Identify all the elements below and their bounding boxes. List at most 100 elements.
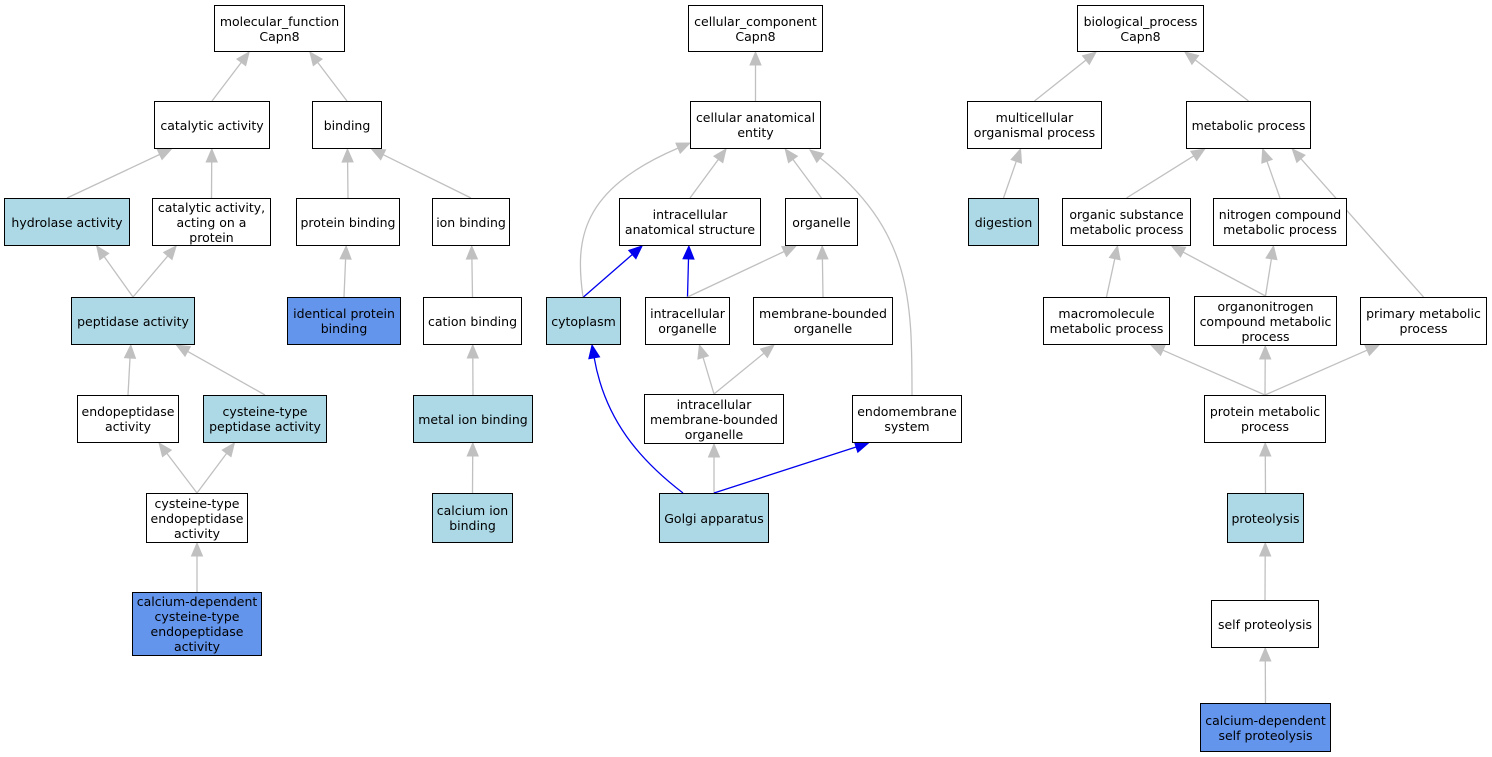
edge-arrowhead (1291, 148, 1306, 164)
edge-protein_metabolic_process-to-primary_metabolic_process (1264, 349, 1368, 396)
edge-membrane_bounded_organelle-to-organelle (821, 258, 824, 298)
node-catalytic-activity[interactable]: catalytic activity (154, 101, 270, 149)
edge-arrowhead (1258, 541, 1272, 557)
edge-arrowhead (1265, 244, 1278, 261)
edge-arrowhead (235, 50, 250, 67)
edge-intracellular_organelle-to-intracellular_anatomical_structure (686, 258, 690, 298)
node-identical-protein-binding[interactable]: identical protein binding (287, 297, 401, 345)
node-organic-substance-metabolic-process[interactable]: organic substance metabolic process (1062, 198, 1191, 246)
edge-digestion-to-multicellular_organismal_process (1002, 161, 1017, 199)
edge-arrowhead (697, 343, 710, 360)
node-intracellular-anatomical-structure[interactable]: intracellular anatomical structure (619, 198, 761, 246)
edge-intracellular_membrane_bounded_organelle-to-intracellular_organelle (702, 357, 715, 395)
node-metabolic-process[interactable]: metabolic process (1186, 101, 1311, 149)
edge-macromolecule_metabolic_process-to-organic_substance_metabolic_process (1105, 258, 1116, 298)
node-cellular-component[interactable]: cellular_component Capn8 (688, 5, 823, 52)
node-primary-metabolic-process[interactable]: primary metabolic process (1360, 297, 1487, 345)
node-calcium-ion-binding[interactable]: calcium ion binding (432, 493, 513, 543)
edge-cytoplasm-to-cellular_anatomical_entity (579, 147, 679, 298)
node-organonitrogen-compound-metabolic-process[interactable]: organonitrogen compound metabolic proces… (1194, 296, 1337, 346)
edge-protein_metabolic_process-to-macromolecule_metabolic_process (1162, 349, 1266, 396)
edge-arrowhead (175, 344, 192, 358)
edge-metabolic_process-to-biological_process (1194, 59, 1249, 102)
edge-arrowhead (627, 245, 644, 260)
edge-binding-to-molecular_function (317, 62, 348, 102)
node-macromolecule-metabolic-process[interactable]: macromolecule metabolic process (1043, 297, 1170, 345)
node-membrane-bounded-organelle[interactable]: membrane-bounded organelle (753, 297, 893, 345)
node-protein-metabolic-process[interactable]: protein metabolic process (1204, 395, 1326, 443)
edge-primary_metabolic_process-to-metabolic_process (1300, 158, 1424, 298)
node-proteolysis[interactable]: proteolysis (1227, 493, 1304, 543)
edge-arrowhead (784, 147, 799, 164)
edge-cysteine_type_peptidase-to-peptidase_activity (187, 350, 266, 396)
node-cytoplasm[interactable]: cytoplasm (546, 297, 621, 345)
edge-arrowhead (158, 441, 173, 458)
node-intracellular-organelle[interactable]: intracellular organelle (645, 297, 730, 345)
node-biological-process[interactable]: biological_process Capn8 (1077, 5, 1204, 52)
edge-organic_substance_metabolic_process-to-metabolic_process (1126, 155, 1195, 199)
edge-arrowhead (1081, 51, 1098, 66)
edge-arrowhead (1259, 441, 1272, 457)
edge-cytoplasm-to-intracellular_anatomical_structure (583, 254, 633, 298)
edge-organonitrogen_compound_metabolic_process-to-nitrogen_compound_metabolic_process (1264, 258, 1273, 297)
edge-intracellular_organelle-to-organelle (687, 250, 785, 298)
edge-arrowhead (156, 148, 173, 161)
edge-multicellular_organismal_process-to-biological_process (1034, 59, 1087, 102)
edge-hydrolase_activity-to-catalytic_activity (66, 153, 160, 199)
edge-intracellular_membrane_bounded_organelle-to-membrane_bounded_organelle (713, 352, 765, 395)
edge-arrowhead (341, 147, 354, 163)
node-protein-binding[interactable]: protein binding (296, 198, 400, 246)
node-cysteine-type-endopeptidase-activity[interactable]: cysteine-type endopeptidase activity (146, 493, 248, 543)
edge-arrowhead (1189, 148, 1206, 162)
edge-arrowhead (465, 244, 479, 260)
edge-arrowhead (309, 50, 324, 67)
node-intracellular-membrane-bounded-organelle[interactable]: intracellular membrane-bounded organelle (644, 394, 784, 444)
edge-endomembrane_system-to-cellular_anatomical_entity (819, 157, 913, 396)
edge-arrowhead (466, 343, 480, 359)
node-endopeptidase-activity[interactable]: endopeptidase activity (77, 395, 179, 443)
edge-arrowhead (370, 148, 387, 161)
edge-arrowhead (123, 343, 137, 359)
edge-endopeptidase_activity-to-peptidase_activity (127, 357, 131, 396)
edge-arrowhead (759, 344, 775, 359)
node-cellular-anatomical-entity[interactable]: cellular anatomical entity (690, 101, 821, 149)
edge-arrowhead (1010, 147, 1023, 164)
node-ion-binding[interactable]: ion binding (432, 198, 510, 246)
node-calcium-dependent-cysteine-type-endopeptidase-activity[interactable]: calcium-dependent cysteine-type endopept… (132, 592, 262, 656)
node-hydrolase-activity[interactable]: hydrolase activity (4, 198, 130, 246)
edge-arrowhead (339, 244, 352, 260)
edge-arrowhead (675, 142, 692, 155)
edge-arrowhead (1170, 245, 1187, 258)
node-metal-ion-binding[interactable]: metal ion binding (413, 395, 533, 443)
edge-arrowhead (1258, 344, 1272, 360)
node-cation-binding[interactable]: cation binding (423, 297, 522, 345)
node-calcium-dependent-self-proteolysis[interactable]: calcium-dependent self proteolysis (1200, 703, 1331, 752)
edge-arrowhead (712, 147, 727, 164)
edge-arrowhead (808, 149, 825, 164)
edge-arrowhead (162, 245, 178, 261)
node-endomembrane-system[interactable]: endomembrane system (852, 395, 962, 443)
node-cysteine-type-peptidase-activity[interactable]: cysteine-type peptidase activity (203, 395, 327, 443)
node-self-proteolysis[interactable]: self proteolysis (1211, 600, 1319, 648)
edge-cysteine_type_endopeptidase-to-cysteine_type_peptidase (196, 453, 228, 494)
node-organelle[interactable]: organelle (785, 198, 858, 246)
node-catalytic-activity-acting-on-protein[interactable]: catalytic activity, acting on a protein (152, 198, 271, 246)
node-multicellular-organismal-process[interactable]: multicellular organismal process (967, 101, 1102, 149)
node-digestion[interactable]: digestion (968, 198, 1039, 246)
edge-arrowhead (205, 147, 218, 163)
edge-arrowhead (95, 244, 110, 261)
edge-ion_binding-to-binding (382, 154, 472, 199)
node-nitrogen-compound-metabolic-process[interactable]: nitrogen compound metabolic process (1213, 198, 1347, 246)
edge-arrowhead (1183, 51, 1200, 66)
node-molecular-function[interactable]: molecular_function Capn8 (214, 5, 345, 52)
node-peptidase-activity[interactable]: peptidase activity (71, 297, 195, 345)
edge-arrowhead (1259, 646, 1272, 662)
edge-arrowhead (221, 441, 236, 458)
edge-arrowhead (466, 441, 479, 457)
node-binding[interactable]: binding (312, 101, 382, 149)
edge-arrowhead (1108, 244, 1121, 261)
node-golgi-apparatus[interactable]: Golgi apparatus (659, 493, 769, 543)
edge-intracellular_anatomical_structure-to-cellular_anatomical_entity (689, 159, 719, 199)
edge-arrowhead (781, 245, 798, 258)
